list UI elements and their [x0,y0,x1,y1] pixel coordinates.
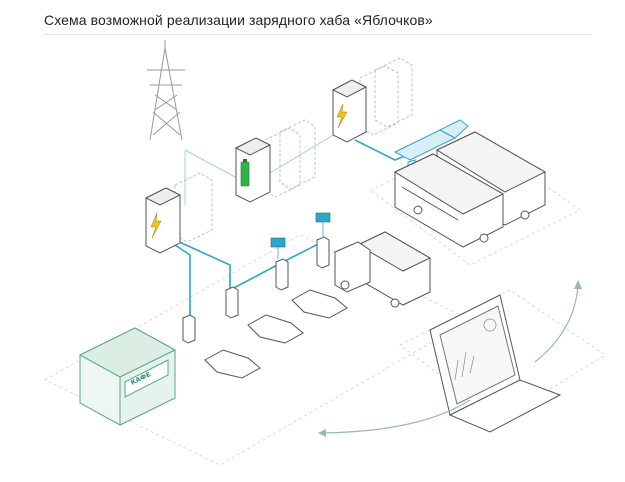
charging-station-icons [182,236,330,344]
data-flow-arrows [319,284,579,434]
transformer-cabinet-icon [331,57,413,143]
battery-storage-icon [234,119,316,203]
power-tower-icon [147,40,185,141]
laptop-icon [429,294,562,433]
title-divider [44,34,591,35]
transformer-cabinet-left-icon [144,172,213,254]
cafe-building-icon [78,327,177,426]
arrowheads [318,280,582,437]
bus-icon-2 [393,153,505,248]
car-icons [204,289,348,379]
page-title: Схема возможной реализации зарядного хаб… [44,12,433,28]
truck-icon [334,231,432,308]
dashboard-charts [454,318,497,381]
